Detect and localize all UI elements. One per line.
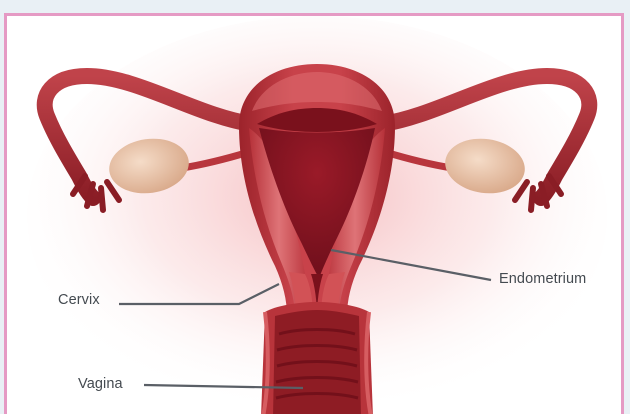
vagina-shape bbox=[261, 302, 373, 414]
uterus-anatomy-illustration bbox=[7, 16, 624, 414]
label-vagina: Vagina bbox=[78, 376, 123, 392]
diagram-panel: Cervix Vagina Endometrium bbox=[4, 13, 624, 414]
label-endometrium: Endometrium bbox=[499, 271, 586, 287]
label-cervix: Cervix bbox=[58, 292, 100, 308]
